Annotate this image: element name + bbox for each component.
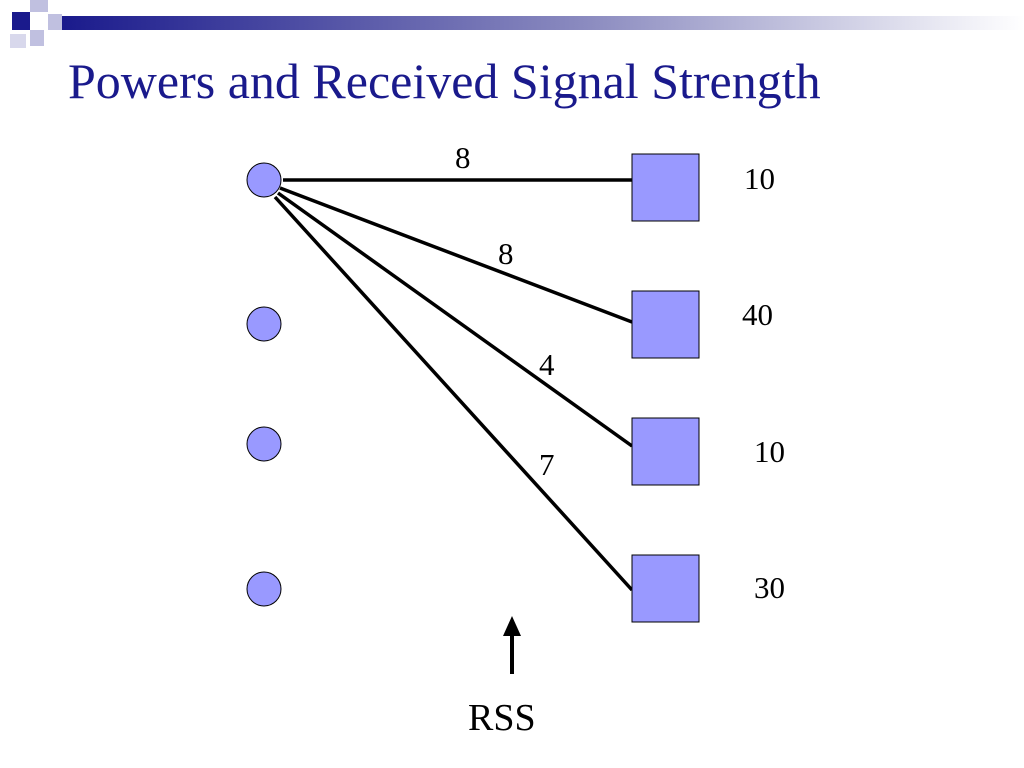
header-square-light-1	[30, 0, 48, 12]
receiver-value-label-1: 10	[744, 161, 775, 196]
header-square-light-2	[30, 30, 44, 46]
link-line-3	[276, 191, 634, 448]
header-decoration	[10, 0, 1024, 48]
header-square-dark-1	[12, 12, 30, 30]
link-power-label-1: 8	[455, 140, 471, 175]
link-power-label-2: 8	[498, 236, 514, 271]
rss-arrow-head	[503, 616, 521, 636]
transmitter-node-3	[246, 426, 282, 462]
receiver-node-2	[631, 290, 700, 359]
receiver-node-3	[631, 417, 700, 486]
slide-title: Powers and Received Signal Strength	[68, 53, 821, 109]
transmitter-node-4	[246, 571, 282, 607]
transmitter-node-2	[246, 306, 282, 342]
receiver-value-label-4: 30	[754, 570, 785, 605]
transmitter-node-1	[246, 162, 282, 198]
link-line-4	[273, 195, 634, 592]
rss-label: RSS	[468, 697, 536, 739]
receiver-node-4	[631, 554, 700, 623]
link-power-label-3: 4	[539, 347, 555, 382]
link-power-label-4: 7	[539, 447, 555, 482]
receiver-value-label-2: 40	[742, 297, 773, 332]
header-square-light-3	[48, 14, 62, 30]
header-square-light-4	[10, 34, 26, 48]
link-line-2	[279, 186, 633, 324]
receiver-node-1	[631, 153, 700, 222]
receiver-value-label-3: 10	[754, 434, 785, 469]
